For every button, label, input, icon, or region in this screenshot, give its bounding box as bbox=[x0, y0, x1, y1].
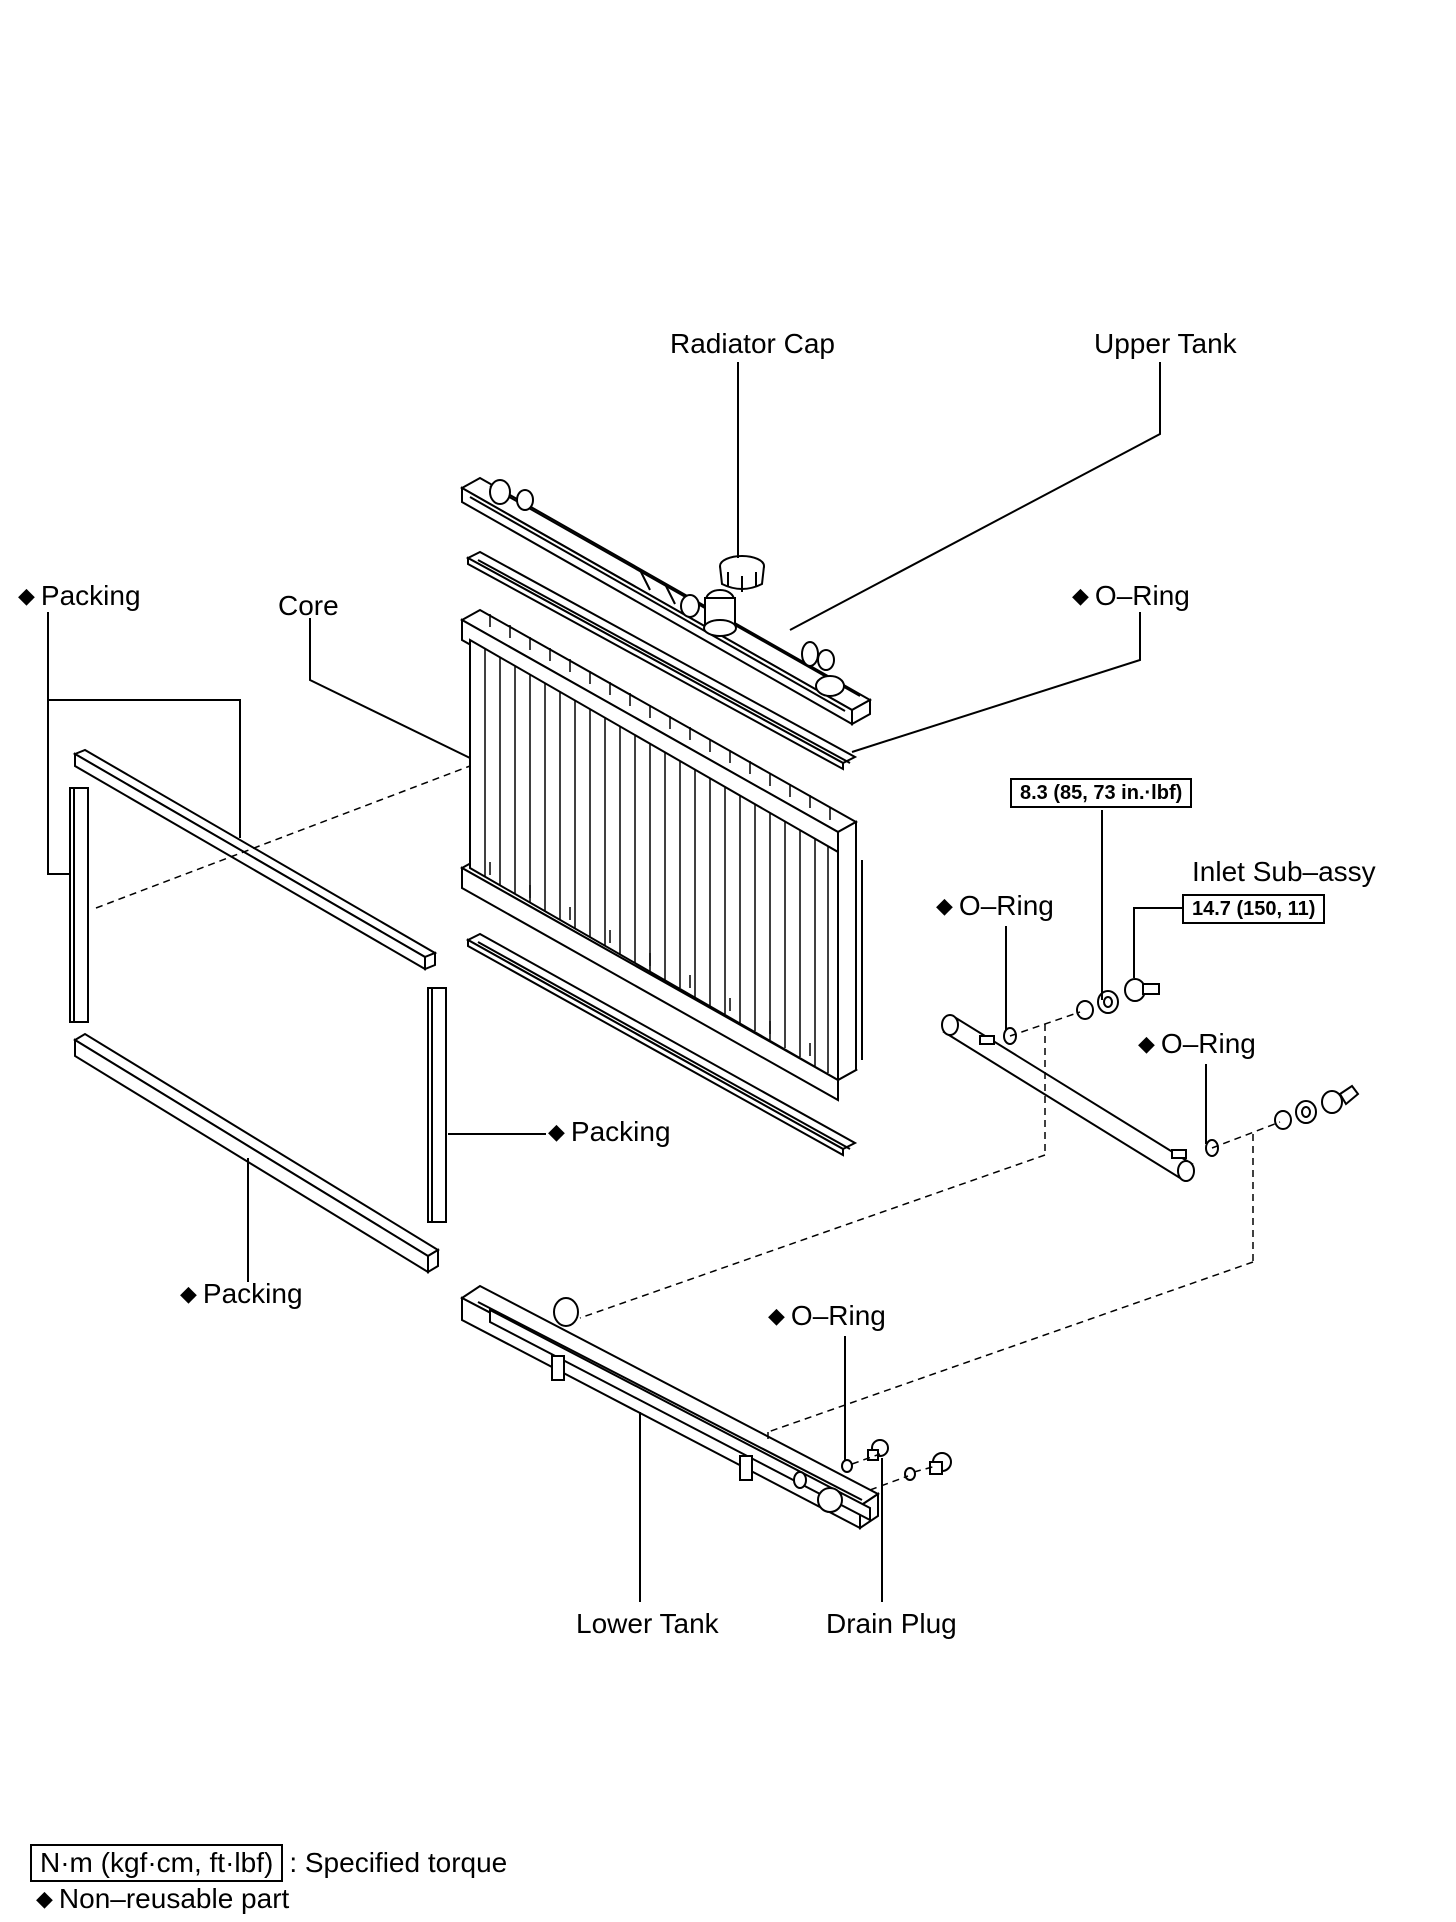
label-inlet-sub-assy: Inlet Sub–assy bbox=[1192, 856, 1376, 887]
label-radiator-cap: Radiator Cap bbox=[670, 328, 835, 359]
legend-non-reusable: ◆Non–reusable part bbox=[36, 1882, 289, 1918]
packing-top-strip bbox=[72, 748, 438, 971]
legend-torque: N·m (kgf·cm, ft·lbf): Specified torque bbox=[30, 1844, 507, 1882]
legend-torque-desc: : Specified torque bbox=[289, 1847, 508, 1878]
lower-gasket bbox=[465, 932, 858, 1157]
label-text: Packing bbox=[40, 580, 141, 611]
drain-plug-part bbox=[841, 1439, 952, 1481]
label-text: Packing bbox=[202, 1278, 303, 1309]
packing-right-strip bbox=[427, 987, 447, 1223]
label-o-ring-mid-left: ◆O–Ring bbox=[936, 890, 1054, 924]
label-text: O–Ring bbox=[790, 1300, 886, 1331]
label-o-ring-upper: ◆O–Ring bbox=[1072, 580, 1190, 614]
upper-o-ring-gasket bbox=[465, 550, 858, 771]
non-reusable-diamond-icon: ◆ bbox=[936, 893, 953, 918]
non-reusable-diamond-icon: ◆ bbox=[18, 583, 35, 608]
lower-tank-part bbox=[460, 1284, 880, 1530]
non-reusable-diamond-icon: ◆ bbox=[548, 1119, 565, 1144]
upper-tank-part bbox=[459, 476, 873, 726]
label-packing-right: ◆Packing bbox=[548, 1116, 671, 1150]
torque-box-inlet: 14.7 (150, 11) bbox=[1182, 894, 1326, 924]
core-part bbox=[459, 608, 863, 1102]
inlet-fasteners bbox=[1076, 978, 1360, 1130]
label-lower-tank: Lower Tank bbox=[576, 1608, 719, 1639]
legend-non-reusable-text: Non–reusable part bbox=[58, 1883, 290, 1914]
packing-bottom-strip bbox=[73, 1032, 440, 1274]
radiator-cap-part bbox=[719, 555, 765, 592]
label-text: O–Ring bbox=[1094, 580, 1190, 611]
non-reusable-diamond-icon: ◆ bbox=[1072, 583, 1089, 608]
label-text: O–Ring bbox=[958, 890, 1054, 921]
label-text: Packing bbox=[570, 1116, 671, 1147]
label-upper-tank: Upper Tank bbox=[1094, 328, 1237, 359]
label-packing-bottom: ◆Packing bbox=[180, 1278, 303, 1312]
label-packing-top-left: ◆Packing bbox=[18, 580, 141, 614]
legend-torque-unit-box: N·m (kgf·cm, ft·lbf) bbox=[30, 1844, 284, 1882]
packing-left-strip bbox=[69, 787, 89, 1023]
non-reusable-diamond-icon: ◆ bbox=[36, 1886, 53, 1911]
label-o-ring-mid-right: ◆O–Ring bbox=[1138, 1028, 1256, 1062]
label-core: Core bbox=[278, 590, 339, 621]
non-reusable-diamond-icon: ◆ bbox=[1138, 1031, 1155, 1056]
label-o-ring-lower: ◆O–Ring bbox=[768, 1300, 886, 1334]
inlet-pipe-part bbox=[941, 1014, 1219, 1182]
torque-box-upper: 8.3 (85, 73 in.·lbf) bbox=[1010, 778, 1193, 808]
label-text: O–Ring bbox=[1160, 1028, 1256, 1059]
assembly-guide-lines bbox=[95, 765, 1281, 1491]
non-reusable-diamond-icon: ◆ bbox=[180, 1281, 197, 1306]
label-drain-plug: Drain Plug bbox=[826, 1608, 957, 1639]
leader-lines bbox=[47, 362, 1207, 1602]
non-reusable-diamond-icon: ◆ bbox=[768, 1303, 785, 1328]
